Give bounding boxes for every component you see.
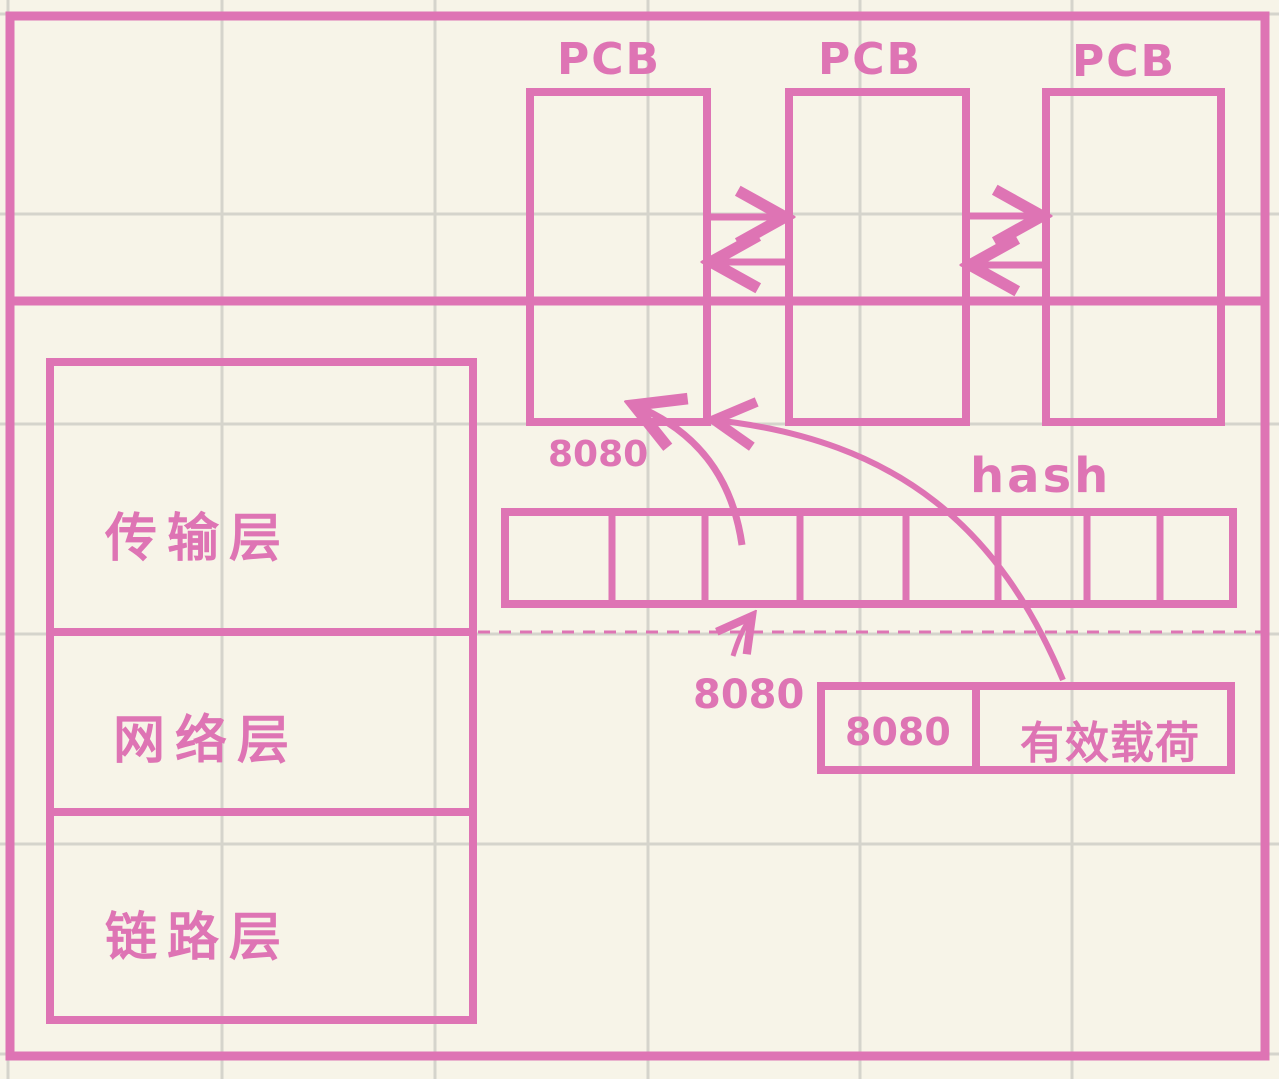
- protocol-stack: 传输层 网络层 链路层: [46, 358, 477, 1024]
- hash-port-label: 8080: [693, 672, 804, 718]
- pcb-list: PCB PCB PCB: [526, 34, 1225, 426]
- pcb-label-2: PCB: [818, 34, 922, 85]
- packet-box: [817, 682, 1235, 774]
- lookup-arrow-hash-to-pcb: [634, 405, 746, 546]
- layer-link: 链路层: [105, 908, 291, 968]
- hash-table-box: [501, 508, 1237, 608]
- pcb-box-3: [1042, 88, 1225, 426]
- pcb-port-label: 8080: [548, 434, 648, 475]
- stack-box: [46, 358, 477, 1024]
- lookup-arrow-packet-to-pcb: [714, 420, 1066, 682]
- pcb-box-2: [785, 88, 970, 426]
- hash-index-arrow: [733, 616, 752, 657]
- packet: 8080 有效载荷: [817, 682, 1235, 774]
- layer-transport: 传输层: [104, 509, 291, 569]
- packet-port: 8080: [845, 710, 951, 754]
- pcb-box-1: [526, 88, 711, 426]
- layer-network: 网络层: [113, 711, 299, 771]
- packet-payload: 有效载荷: [1020, 718, 1200, 769]
- outer-frame: [5, 11, 1270, 1061]
- pcb-label-1: PCB: [557, 34, 661, 85]
- hash-label: hash: [970, 448, 1111, 504]
- hash-table: hash: [501, 448, 1237, 608]
- pcb-label-3: PCB: [1072, 36, 1176, 87]
